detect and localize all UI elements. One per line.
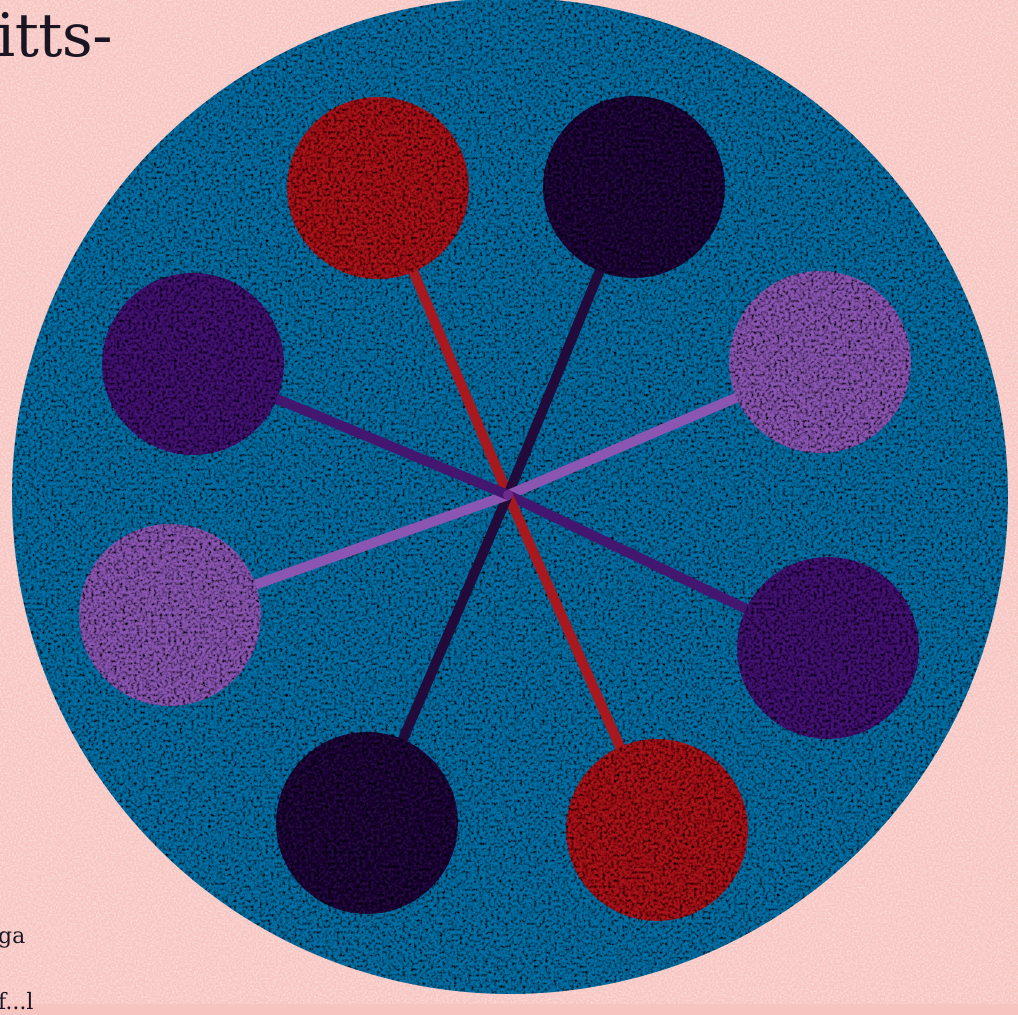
red-dot-top [287, 97, 469, 279]
navy-dot-bottom [276, 732, 458, 914]
center-hub [503, 490, 513, 500]
red-dot-bottom [566, 739, 748, 921]
lilac-dot-right [729, 271, 911, 453]
navy-dot-top [543, 96, 725, 278]
lilac-dot-left [79, 524, 261, 706]
purple-dot-right [737, 557, 919, 739]
purple-dot-left [102, 273, 284, 455]
